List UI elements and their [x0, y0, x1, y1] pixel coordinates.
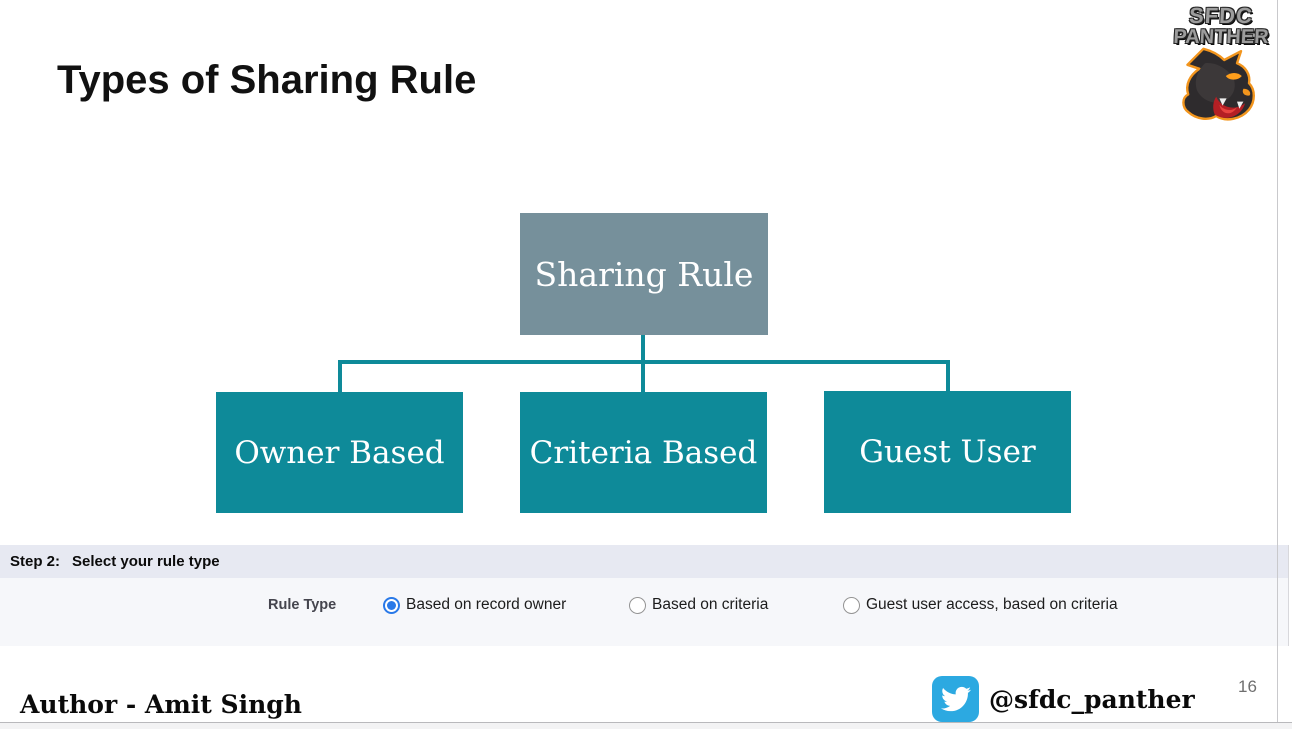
- connector-left-drop: [338, 360, 342, 392]
- radio-button[interactable]: [843, 596, 860, 614]
- diagram-node-criteria-based: Criteria Based: [520, 392, 767, 513]
- logo-text-panther: PANTHER: [1172, 26, 1270, 49]
- radio-button[interactable]: [629, 596, 646, 614]
- diagram-node-guest-user: Guest User: [824, 391, 1071, 513]
- connector-right-drop: [946, 360, 950, 391]
- radio-option-record-owner[interactable]: Based on record owner: [383, 596, 566, 614]
- slide-right-border: [1277, 0, 1278, 723]
- rule-type-section: [0, 578, 1289, 646]
- canvas-margin: [0, 723, 1292, 729]
- rule-type-field-label: Rule Type: [268, 597, 337, 613]
- panther-head-icon: [1182, 47, 1255, 121]
- step-title: Select your rule type: [72, 553, 220, 570]
- radio-button-selected[interactable]: [383, 596, 400, 614]
- step-number: Step 2:: [10, 553, 61, 570]
- diagram-node-sharing-rule: Sharing Rule: [520, 213, 768, 335]
- twitter-icon: [932, 676, 979, 722]
- sfdc-panther-logo: SFDC PANTHER: [1156, 3, 1286, 140]
- slide-bottom-border: [0, 722, 1292, 723]
- radio-option-label[interactable]: Guest user access, based on criteria: [866, 596, 1118, 613]
- logo-text-sfdc: SFDC: [1188, 3, 1254, 28]
- step-header-bar: Step 2: Select your rule type: [0, 545, 1289, 578]
- page-number: 16: [1238, 677, 1257, 696]
- radio-option-label[interactable]: Based on record owner: [406, 596, 567, 613]
- page-title: Types of Sharing Rule: [57, 58, 477, 102]
- author-credit: Author - Amit Singh: [20, 690, 302, 719]
- twitter-callout: @sfdc_panther: [932, 676, 1195, 722]
- twitter-handle: @sfdc_panther: [989, 684, 1195, 714]
- diagram-node-owner-based: Owner Based: [216, 392, 463, 513]
- connector-horizontal: [338, 360, 950, 364]
- radio-option-guest-user[interactable]: Guest user access, based on criteria: [843, 596, 1118, 614]
- radio-option-criteria[interactable]: Based on criteria: [629, 596, 768, 614]
- radio-option-label[interactable]: Based on criteria: [652, 596, 769, 613]
